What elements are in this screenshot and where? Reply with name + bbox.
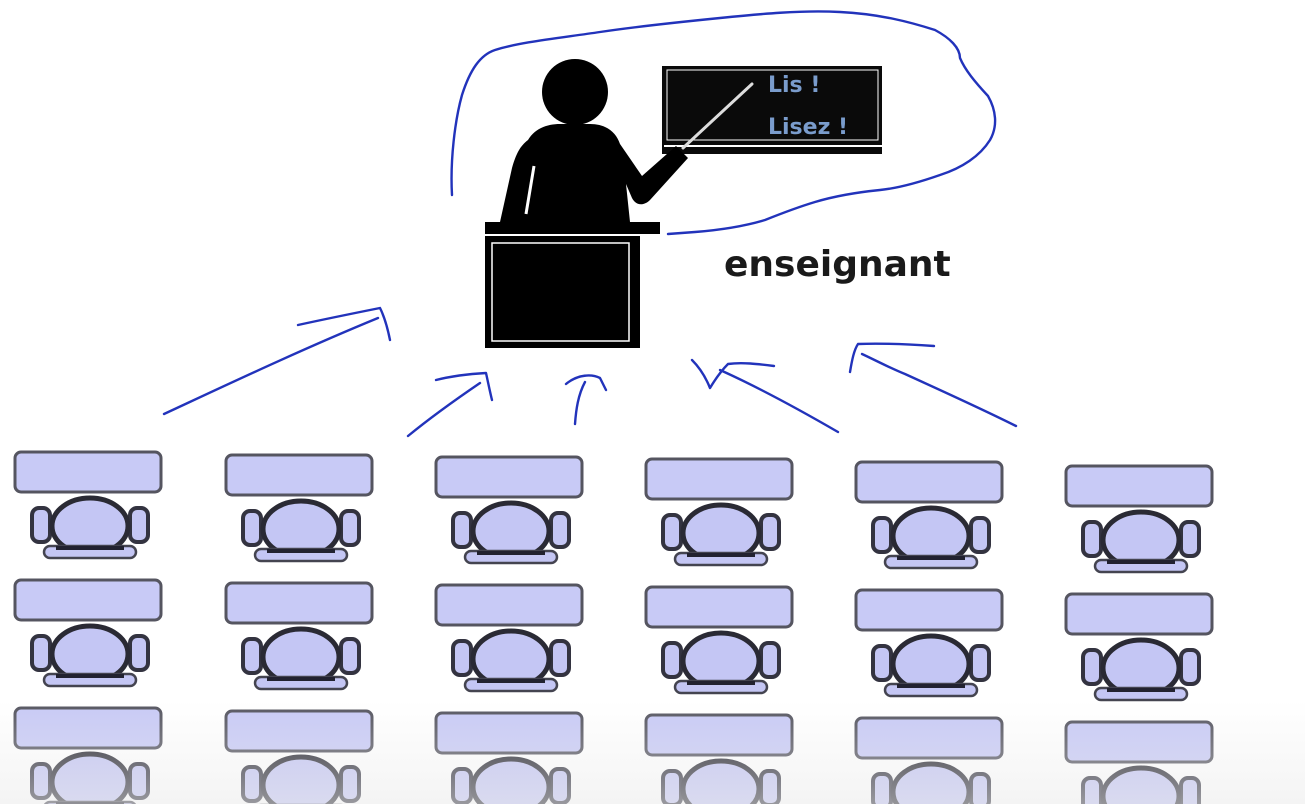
student-desk-icon — [224, 709, 374, 753]
chair-icon — [241, 498, 361, 563]
pointer-stick — [681, 82, 754, 150]
student-seat-r1-c5 — [854, 460, 1004, 570]
arrows-group — [162, 306, 1018, 438]
chair-icon — [451, 500, 571, 565]
chair-icon — [661, 630, 781, 695]
chair-icon — [871, 505, 991, 570]
arrow-3 — [564, 374, 608, 426]
teacher-at-lectern-icon — [485, 59, 688, 348]
student-desk-icon — [854, 460, 1004, 504]
student-desk-icon — [854, 716, 1004, 760]
student-seat-r2-c6 — [1064, 592, 1214, 702]
student-desk-icon — [644, 457, 794, 501]
student-desk-icon — [1064, 464, 1214, 508]
student-seat-r3-c6 — [1064, 720, 1214, 804]
student-seat-r2-c1 — [13, 578, 163, 688]
chair-icon — [1081, 637, 1201, 702]
chair-icon — [30, 495, 150, 560]
blackboard-icon: Lis ! Lisez ! — [662, 66, 882, 154]
student-seat-r3-c4 — [644, 713, 794, 804]
student-seat-r1-c6 — [1064, 464, 1214, 574]
student-desk-icon — [854, 588, 1004, 632]
chair-icon — [241, 626, 361, 691]
student-seat-r2-c5 — [854, 588, 1004, 698]
student-desk-icon — [13, 450, 163, 494]
chair-icon — [661, 502, 781, 567]
student-desk-icon — [224, 453, 374, 497]
student-seat-r3-c2 — [224, 709, 374, 804]
chair-icon — [1081, 765, 1201, 804]
student-desk-icon — [434, 711, 584, 755]
student-seat-r3-c5 — [854, 716, 1004, 804]
student-seat-r3-c1 — [13, 706, 163, 804]
student-seat-r1-c3 — [434, 455, 584, 565]
student-desk-icon — [644, 585, 794, 629]
chair-icon — [871, 633, 991, 698]
student-desk-icon — [434, 583, 584, 627]
student-seat-r2-c4 — [644, 585, 794, 695]
arrow-5 — [848, 342, 1018, 428]
chair-icon — [1081, 509, 1201, 574]
student-seat-r1-c1 — [13, 450, 163, 560]
arrow-4 — [690, 358, 840, 434]
student-desk-icon — [1064, 720, 1214, 764]
student-desk-icon — [13, 578, 163, 622]
chair-icon — [871, 761, 991, 804]
chair-icon — [451, 628, 571, 693]
board-line-1: Lis ! — [768, 73, 820, 98]
student-seat-r2-c3 — [434, 583, 584, 693]
student-desk-icon — [13, 706, 163, 750]
student-seat-r3-c3 — [434, 711, 584, 804]
chair-icon — [661, 758, 781, 804]
thought-bubble-outline — [450, 10, 997, 236]
student-desk-icon — [224, 581, 374, 625]
chair-icon — [30, 751, 150, 804]
student-desk-icon — [644, 713, 794, 757]
chair-icon — [30, 623, 150, 688]
chair-icon — [241, 754, 361, 804]
chair-icon — [451, 756, 571, 804]
teacher-label: enseignant — [724, 244, 951, 285]
student-desk-icon — [434, 455, 584, 499]
student-seat-r1-c4 — [644, 457, 794, 567]
student-desk-icon — [1064, 592, 1214, 636]
student-seat-r1-c2 — [224, 453, 374, 563]
classroom-grid — [13, 450, 1214, 804]
arrow-2 — [406, 371, 494, 438]
student-seat-r2-c2 — [224, 581, 374, 691]
arrow-1 — [162, 306, 392, 416]
board-line-2: Lisez ! — [768, 115, 848, 140]
